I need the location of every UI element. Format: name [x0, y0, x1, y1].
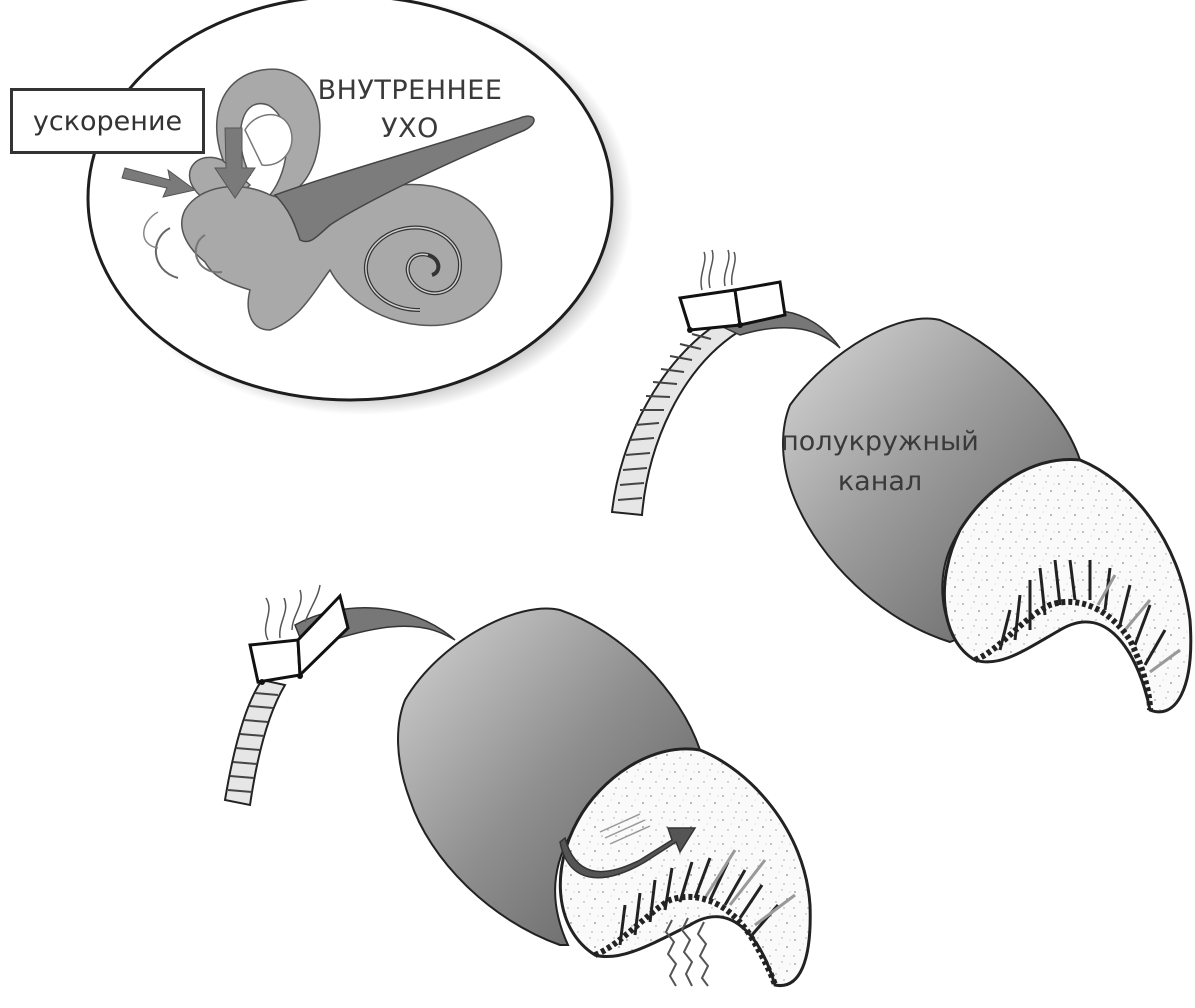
- canal-label-line2: канал: [780, 462, 980, 502]
- acceleration-label-box: ускорение: [10, 88, 205, 154]
- inner-ear-label: ВНУТРЕННЕЕ УХО: [300, 72, 520, 148]
- acceleration-label: ускорение: [33, 106, 182, 137]
- inner-ear-label-line2: УХО: [300, 110, 520, 148]
- inner-ear-label-line1: ВНУТРЕННЕЕ: [300, 72, 520, 110]
- canal-label-line1: полукружный: [780, 422, 980, 462]
- semicircular-canal-label: полукружный канал: [780, 422, 980, 502]
- semicircular-canal-tube-top: [783, 318, 1191, 711]
- semicircular-canal-tube-bottom: [398, 608, 810, 986]
